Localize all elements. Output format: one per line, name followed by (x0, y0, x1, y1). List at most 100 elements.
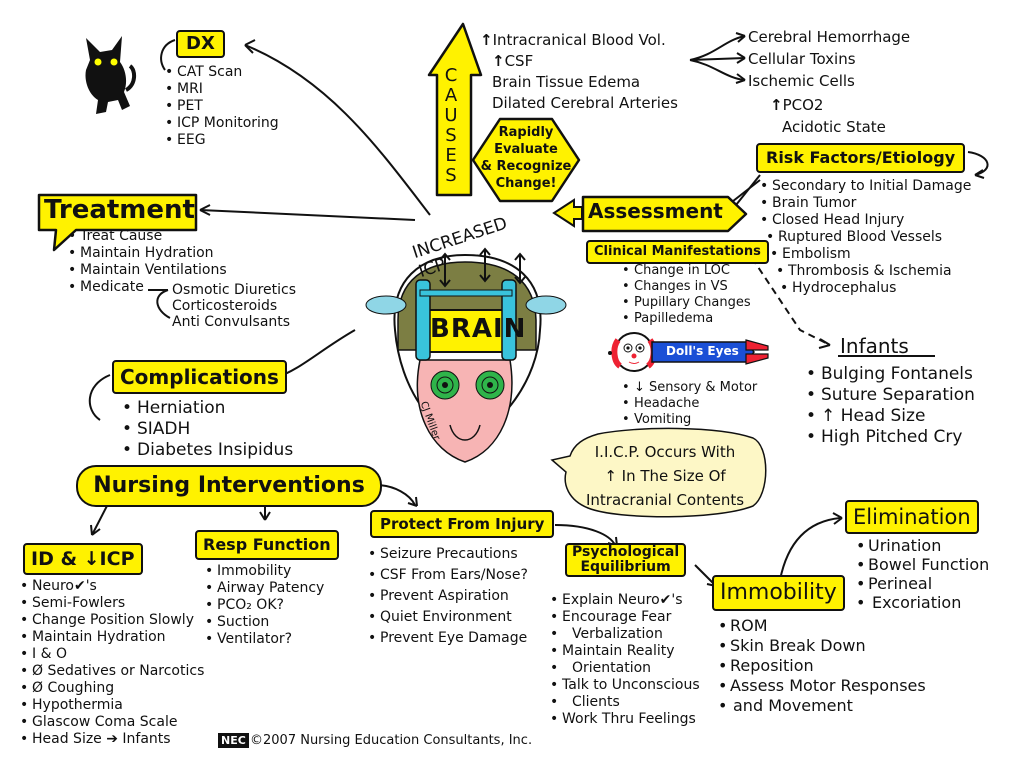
list-item: Skin Break Down (718, 636, 926, 656)
list-item: Ø Coughing (20, 680, 204, 697)
psych-title: Psychological Equilibrium (565, 543, 687, 577)
assessment-arrow (581, 195, 748, 233)
list-item: CSF From Ears/Nose? (368, 565, 528, 586)
list-item: Verbalization (550, 626, 700, 643)
iicp-note-text: I.I.C.P. Occurs With ↑ In The Size Of In… (585, 443, 745, 509)
list-item: Suction (205, 614, 324, 631)
list-item: Brain Tumor (760, 195, 971, 212)
infants-list: Bulging Fontanels Suture Separation ↑ He… (806, 364, 975, 448)
list-item: ROM (718, 616, 926, 636)
line-to-treatment (199, 209, 416, 221)
list-item: High Pitched Cry (806, 427, 975, 448)
cause-item: Intracranical Blood Vol. (492, 31, 666, 49)
elimination-list: Urination Bowel Function Perineal Excori… (856, 536, 989, 612)
list-item: Thrombosis & Ischemia (776, 263, 971, 280)
list-item: Prevent Aspiration (368, 586, 528, 607)
treatment-title: Treatment (44, 195, 195, 225)
cause-item: Brain Tissue Edema (492, 73, 641, 91)
line-to-dx (244, 44, 431, 216)
list-item: Headache (622, 396, 757, 412)
medication-item: Anti Convulsants (172, 314, 291, 330)
nec-logo: NEC (218, 733, 249, 748)
list-item: SIADH (122, 419, 293, 440)
list-item: PET (165, 98, 279, 115)
brain-label: BRAIN (430, 314, 527, 344)
list-item: Treat Cause (68, 228, 227, 245)
list-item: ↑ Head Size (806, 406, 975, 427)
list-item: ICP Monitoring (165, 115, 279, 132)
clinical-title: Clinical Manifestations (586, 240, 769, 264)
treatment-banner (37, 193, 198, 252)
list-item: Urination (856, 536, 989, 555)
copyright-text: ©2007 Nursing Education Consultants, Inc… (250, 733, 533, 748)
clinical-list: Change in LOC Changes in VS Pupillary Ch… (622, 263, 751, 327)
list-item: Orientation (550, 660, 700, 677)
list-item: Explain Neuro✔'s (550, 592, 700, 609)
list-item: Quiet Environment (368, 607, 528, 628)
list-item: Neuro✔'s (20, 578, 204, 595)
list-item: Diabetes Insipidus (122, 440, 293, 461)
list-item: Herniation (122, 398, 293, 419)
list-item: Hypothermia (20, 697, 204, 714)
list-item: Head Size ➔ Infants (20, 731, 204, 748)
list-item: Suture Separation (806, 385, 975, 406)
complications-title: Complications (112, 360, 287, 394)
resp-list: Immobility Airway Patency PCO₂ OK? Sucti… (205, 563, 324, 648)
list-item: Glascow Coma Scale (20, 714, 204, 731)
cause-item: CSF (504, 52, 534, 70)
causes-title: CAUSES (444, 65, 458, 186)
immobility-list: ROM Skin Break Down Reposition Assess Mo… (718, 616, 926, 716)
list-item: I & O (20, 646, 204, 663)
iicp-note-bubble (550, 427, 767, 518)
risk-factors-title: Risk Factors/Etiology (756, 143, 966, 173)
medication-list: Osmotic Diuretics Corticosteroids Anti C… (172, 282, 296, 330)
complications-list: Herniation SIADH Diabetes Insipidus (122, 398, 293, 461)
dx-list: CAT Scan MRI PET ICP Monitoring EEG (165, 64, 279, 149)
list-item: Prevent Eye Damage (368, 628, 528, 649)
psych-list: Explain Neuro✔'s Encourage Fear Verbaliz… (550, 592, 700, 728)
medication-item: Osmotic Diuretics (172, 282, 297, 298)
evaluate-hexagon (471, 117, 581, 203)
list-item: Maintain Reality (550, 643, 700, 660)
left-arrow-icon (552, 198, 583, 228)
assessment-title: Assessment (588, 199, 723, 223)
list-item: PCO₂ OK? (205, 597, 324, 614)
dx-title: DX (176, 30, 225, 58)
list-item: and Movement (718, 696, 926, 716)
list-item: Secondary to Initial Damage (760, 178, 971, 195)
list-item: Papilledema (622, 311, 751, 327)
list-item: Immobility (205, 563, 324, 580)
list-item: Semi-Fowlers (20, 595, 204, 612)
list-item: Bulging Fontanels (806, 364, 975, 385)
list-item: CAT Scan (165, 64, 279, 81)
list-item: Talk to Unconscious (550, 677, 700, 694)
causes-sub-list: Cerebral Hemorrhage Cellular Toxins Isch… (748, 26, 910, 92)
list-item: Ø Sedatives or Narcotics (20, 663, 204, 680)
list-item: Bowel Function (856, 555, 989, 574)
clinical-more-list: ↓ Sensory & Motor Headache Vomiting (622, 380, 757, 428)
list-item: Perineal (856, 574, 989, 593)
dolls-eyes-label: Doll's Eyes (666, 344, 739, 358)
list-item: EEG (165, 132, 279, 149)
list-item: Work Thru Feelings (550, 711, 700, 728)
resp-title: Resp Function (195, 530, 339, 560)
treatment-list: Treat Cause Maintain Hydration Maintain … (68, 228, 227, 296)
cause-sub-item: Cellular Toxins (748, 50, 856, 68)
protect-list: Seizure Precautions CSF From Ears/Nose? … (368, 544, 528, 649)
list-item: MRI (165, 81, 279, 98)
list-item: Reposition (718, 656, 926, 676)
brain-head-illustration (365, 247, 567, 463)
immobility-title: Immobility (712, 575, 845, 611)
risk-factors-list: Secondary to Initial Damage Brain Tumor … (760, 178, 971, 297)
cause-sub-item: Cerebral Hemorrhage (748, 28, 911, 46)
list-item: Changes in VS (622, 279, 751, 295)
list-item: Maintain Hydration (68, 245, 227, 262)
list-item: Medicate (68, 279, 227, 296)
causes-extra: ↑PCO2 Acidotic State (770, 96, 886, 136)
medication-item: Corticosteroids (172, 298, 278, 314)
list-item: Ventilator? (205, 631, 324, 648)
list-item: Vomiting (622, 412, 757, 428)
nursing-title: Nursing Interventions (76, 465, 382, 507)
protect-title: Protect From Injury (370, 510, 555, 538)
list-item: Hydrocephalus (780, 280, 971, 297)
